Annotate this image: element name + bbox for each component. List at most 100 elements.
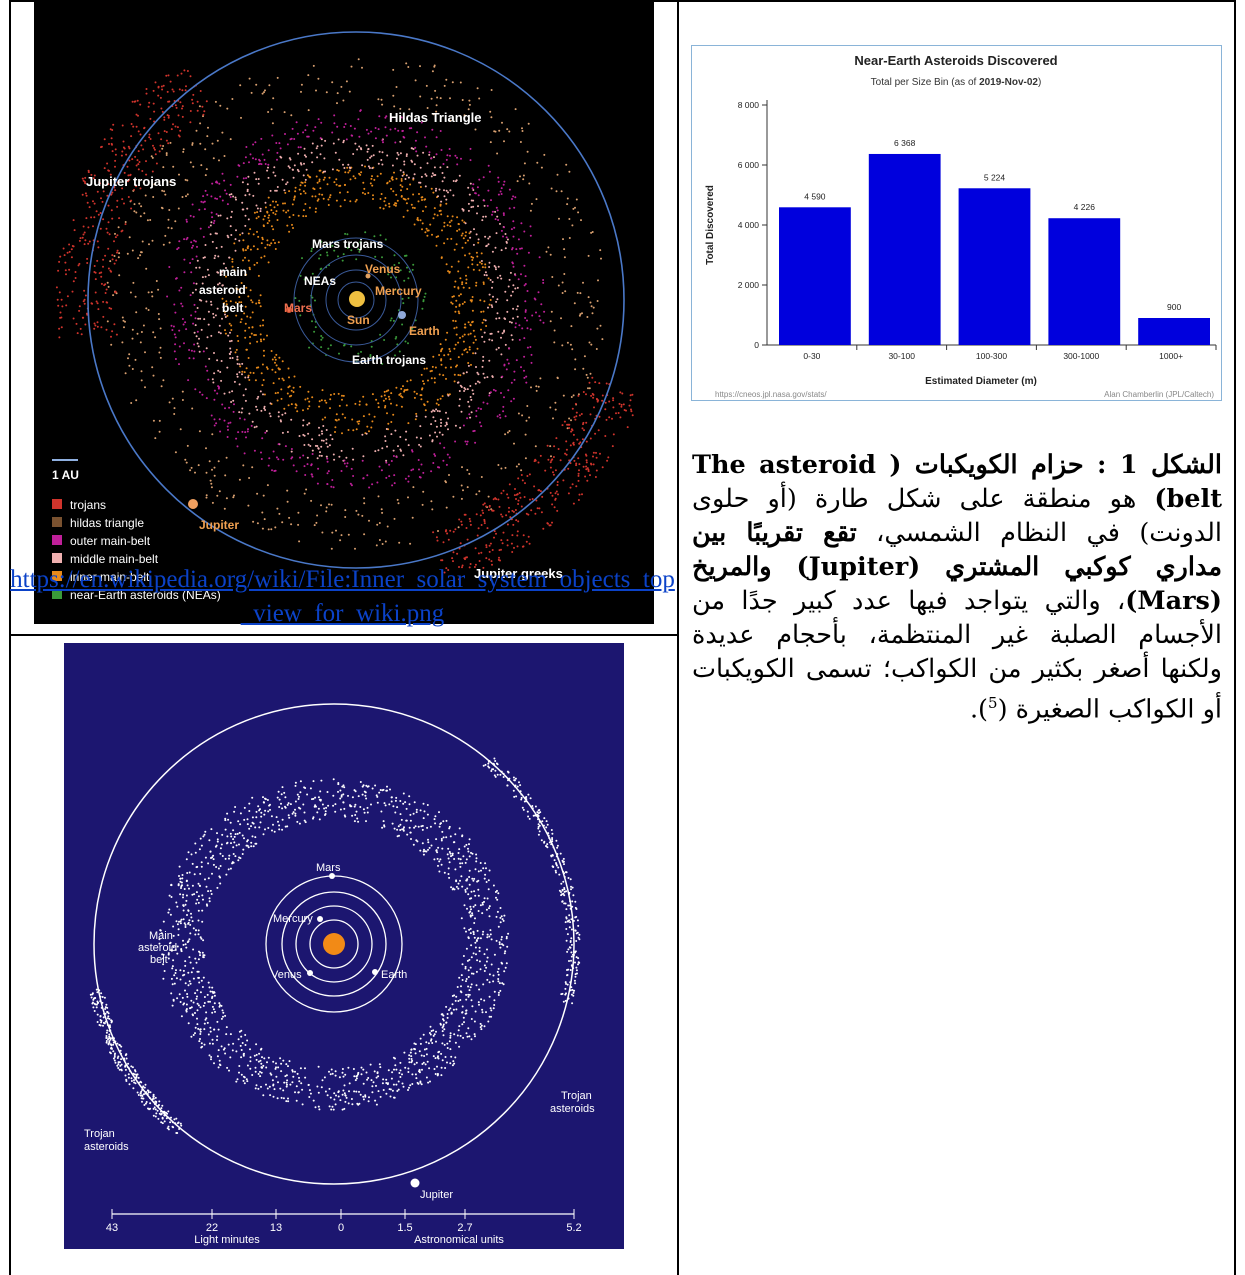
caption-text-2: ، والتي يتواجد فيها عدد كبير جدًا من الأ… [692,586,1222,725]
bar-value-label: 5 224 [984,172,1006,182]
belt-dots [89,757,581,1134]
label-main-belt-line3: belt [150,954,168,966]
legend: trojans hildas triangle outer main-belt … [52,498,221,602]
label-mercury: Mercury [375,284,422,298]
earth-icon [398,311,406,319]
label-neas: NEAs [304,274,336,288]
legend-swatch [52,589,62,599]
chart-ylabel: Total Discovered [705,185,716,265]
label-earth: Earth [409,324,440,338]
chart-footer-right: Alan Chamberlin (JPL/Caltech) [1104,390,1214,399]
x-tick-label: 300-1000 [1063,351,1099,361]
table-border-top [9,0,1236,2]
chart-subtitle: Total per Size Bin (as of 2019-Nov-02) [871,77,1042,88]
jupiter-orbit [93,703,575,1185]
table-row-divider [9,634,679,636]
label-main-belt-line2: asteroid [138,942,177,954]
legend-swatch [52,571,62,581]
label-trojan-left-line1: Trojan [84,1128,115,1140]
label-main-belt-line3: belt [222,301,243,315]
asteroid-dots [55,58,634,581]
scale-tick: 13 [270,1222,282,1234]
y-tick-label: 0 [754,340,759,350]
scale-right-label: Astronomical units [414,1234,504,1246]
scale-tick: 22 [206,1222,218,1234]
y-tick-label: 2 000 [738,280,760,290]
table-border-middle [677,0,679,1275]
legend-item-outer: outer main-belt [70,534,151,548]
label-mars: Mars [284,301,312,315]
x-tick-label: 100-300 [976,351,1007,361]
label-mars-trojans: Mars trojans [312,237,384,251]
legend-item-inner: inner main-belt [70,570,150,584]
table-border-right [1234,0,1236,1275]
scale-tick: 43 [106,1222,118,1234]
caption-title: الشكل 1 : حزام الكويكبات ( The asteroid … [692,450,1222,514]
label-mars: Mars [316,862,341,874]
legend-item-neas: near-Earth asteroids (NEAs) [70,588,221,602]
bar-value-label: 900 [1167,302,1181,312]
sun-icon [349,291,365,307]
asteroid-belt-diagram: Mars Mercury Venus Earth Main asteroid b… [64,643,624,1249]
scale-tick: 1.5 [397,1222,412,1234]
nea-discovered-chart: Near-Earth Asteroids Discovered Total pe… [691,45,1222,401]
caption-reference[interactable]: 5 [988,694,998,712]
label-hildas-triangle: Hildas Triangle [389,110,481,125]
scale-label: 1 AU [52,468,79,482]
y-tick-label: 6 000 [738,160,760,170]
sun-icon [323,933,345,955]
label-trojan-right-line2: asteroids [550,1103,595,1115]
x-tick-label: 1000+ [1159,351,1183,361]
legend-item-trojans: trojans [70,498,106,512]
nea-bar-chart: Near-Earth Asteroids Discovered Total pe… [691,45,1222,401]
distance-scale: 43 22 13 0 1.5 2.7 5.2 Light minutes Ast… [106,1209,582,1246]
inner-solar-system-figure: Hildas Triangle Jupiter trojans Mars tro… [34,2,654,624]
jupiter-icon [188,499,198,509]
asteroid-belt-diagram-image: Mars Mercury Venus Earth Main asteroid b… [64,643,624,1249]
label-trojan-right-line1: Trojan [561,1090,592,1102]
label-venus: Venus [271,969,302,981]
label-main-belt-line1: Main [149,930,173,942]
scale-tick: 0 [338,1222,344,1234]
bar [1138,318,1210,345]
jupiter-orbit [87,31,625,569]
label-venus: Venus [365,262,401,276]
label-main-belt-line2: asteroid [199,283,246,297]
chart-footer-left: https://cneos.jpl.nasa.gov/stats/ [715,390,827,399]
legend-item-middle: middle main-belt [70,552,159,566]
bar [1048,218,1121,345]
label-main-belt-line1: main [219,265,247,279]
bar-value-label: 4 590 [804,191,826,201]
label-sun: Sun [347,313,370,327]
label-mercury: Mercury [273,913,313,925]
label-jupiter-trojans: Jupiter trojans [86,174,176,189]
bar [958,188,1031,345]
bar [868,153,941,345]
jupiter-icon [410,1178,420,1188]
legend-swatch [52,535,62,545]
y-tick-label: 4 000 [738,220,760,230]
x-tick-label: 0-30 [803,351,820,361]
label-jupiter: Jupiter [199,518,239,532]
legend-item-hildas: hildas triangle [70,516,144,530]
caption-text-3: ). [969,694,989,725]
label-earth-trojans: Earth trojans [352,353,426,367]
chart-title: Near-Earth Asteroids Discovered [854,53,1057,68]
caption-bold-location: تقع تقريبًا بين مداري كوكبي المشتري (Jup… [692,518,1222,616]
label-jupiter: Jupiter [420,1189,453,1201]
scale-tick: 5.2 [566,1222,581,1234]
chart-xlabel: Estimated Diameter (m) [925,376,1037,387]
scale-left-label: Light minutes [194,1234,260,1246]
legend-swatch [52,517,62,527]
inner-solar-system-image: Hildas Triangle Jupiter trojans Mars tro… [34,2,654,624]
caption-text-1: هو منطقة على شكل طارة (أو حلوى الدونت) ف… [692,484,1222,548]
bar-value-label: 6 368 [894,138,916,148]
label-earth: Earth [381,969,407,981]
wikipedia-source-link[interactable]: https://en.wikipedia.org/wiki/File:Inner… [10,566,675,627]
legend-swatch [52,499,62,509]
table-border-left [9,0,11,1275]
x-tick-label: 30-100 [888,351,915,361]
label-jupiter-greeks: Jupiter greeks [474,566,563,581]
y-tick-label: 8 000 [738,100,760,110]
label-trojan-left-line2: asteroids [84,1141,129,1153]
